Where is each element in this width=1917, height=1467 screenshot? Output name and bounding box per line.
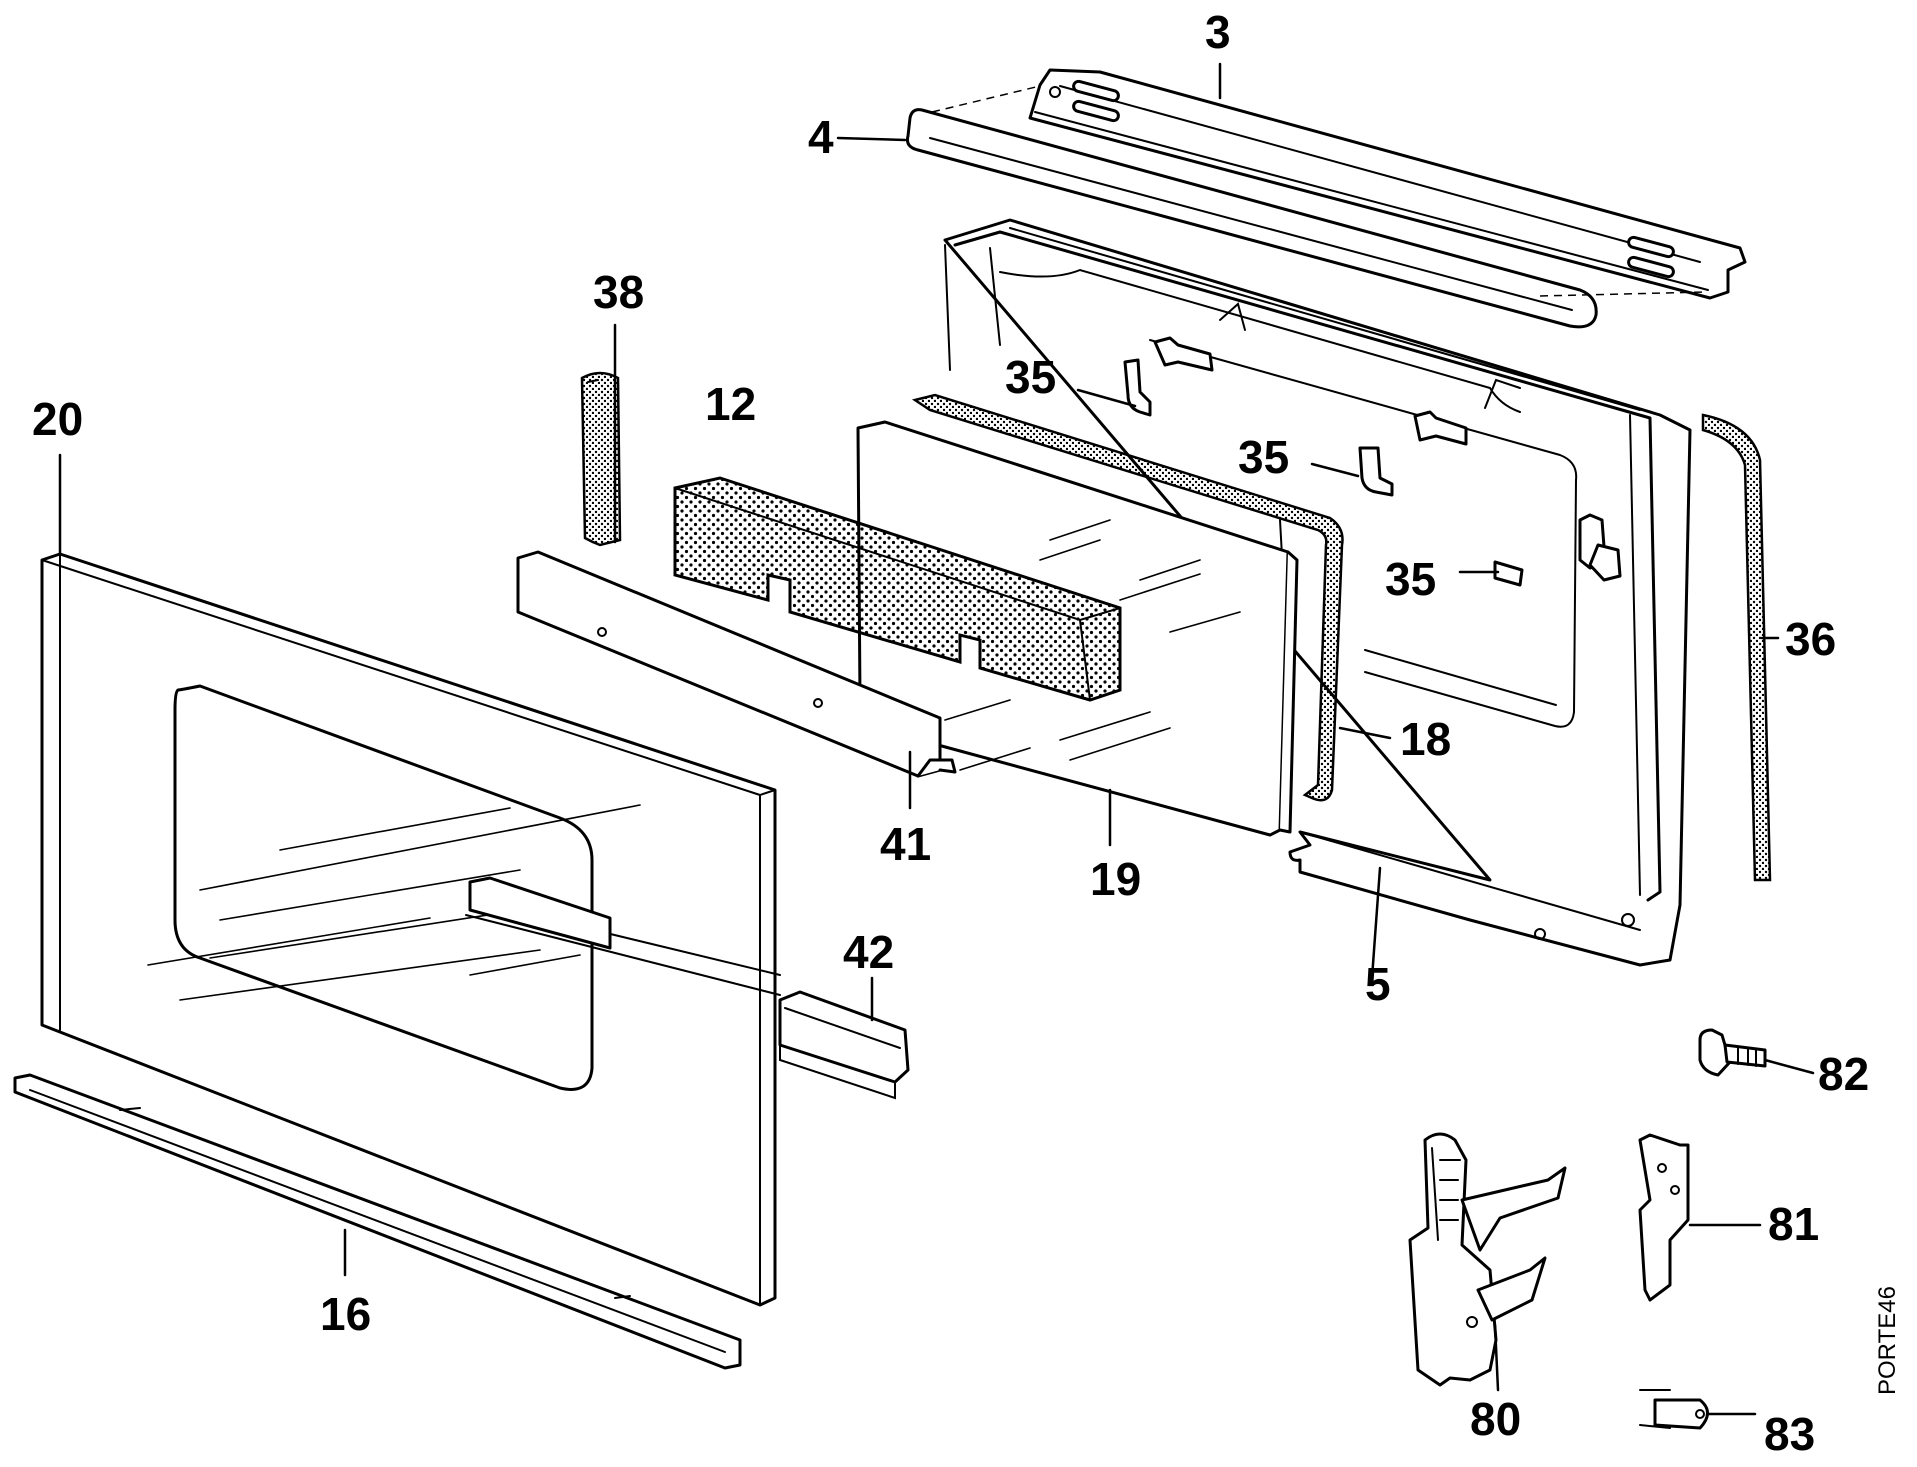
part-3-top-rail bbox=[1028, 68, 1747, 300]
callout-35-a: 35 bbox=[1005, 351, 1056, 403]
part-16-bottom-trim bbox=[13, 1073, 742, 1370]
part-12-insulation bbox=[673, 476, 1122, 702]
callout-35-b: 35 bbox=[1238, 431, 1289, 483]
callout-36: 36 bbox=[1785, 613, 1836, 665]
callout-20: 20 bbox=[32, 393, 83, 445]
part-83-pin-plate bbox=[1639, 1389, 1709, 1430]
part-36-side-gasket bbox=[1701, 413, 1772, 882]
part-41-bar bbox=[516, 550, 957, 778]
callout-12: 12 bbox=[705, 378, 756, 430]
callout-35-c: 35 bbox=[1385, 553, 1436, 605]
part-42-handle-bracket bbox=[778, 990, 910, 1100]
callout-42: 42 bbox=[843, 926, 894, 978]
callout-19: 19 bbox=[1090, 853, 1141, 905]
callout-18: 18 bbox=[1400, 713, 1451, 765]
callout-labels: 3 4 38 12 20 35 35 35 36 18 41 19 5 42 8… bbox=[32, 6, 1901, 1460]
part-80-hinge bbox=[1408, 1132, 1567, 1387]
callout-83: 83 bbox=[1764, 1408, 1815, 1460]
callout-82: 82 bbox=[1818, 1048, 1869, 1100]
callout-80: 80 bbox=[1470, 1393, 1521, 1445]
part-82-screw bbox=[1698, 1028, 1767, 1077]
leader-lines bbox=[58, 62, 1815, 1416]
callout-81: 81 bbox=[1768, 1198, 1819, 1250]
part-20-outer-door bbox=[40, 552, 781, 1307]
part-81-hinge-bracket bbox=[1638, 1133, 1690, 1302]
part-4-seal-strip bbox=[906, 85, 1707, 329]
callout-3: 3 bbox=[1205, 6, 1231, 58]
callout-5: 5 bbox=[1365, 958, 1391, 1010]
part-35-clips bbox=[1123, 336, 1622, 587]
callout-38: 38 bbox=[593, 266, 644, 318]
part-38-vertical-seal bbox=[580, 371, 622, 547]
callout-16: 16 bbox=[320, 1288, 371, 1340]
drawing-code: PORTE46 bbox=[1874, 1286, 1901, 1395]
part-18-seal-ring bbox=[911, 393, 1344, 802]
callout-41: 41 bbox=[880, 818, 931, 870]
callout-4: 4 bbox=[808, 111, 834, 163]
